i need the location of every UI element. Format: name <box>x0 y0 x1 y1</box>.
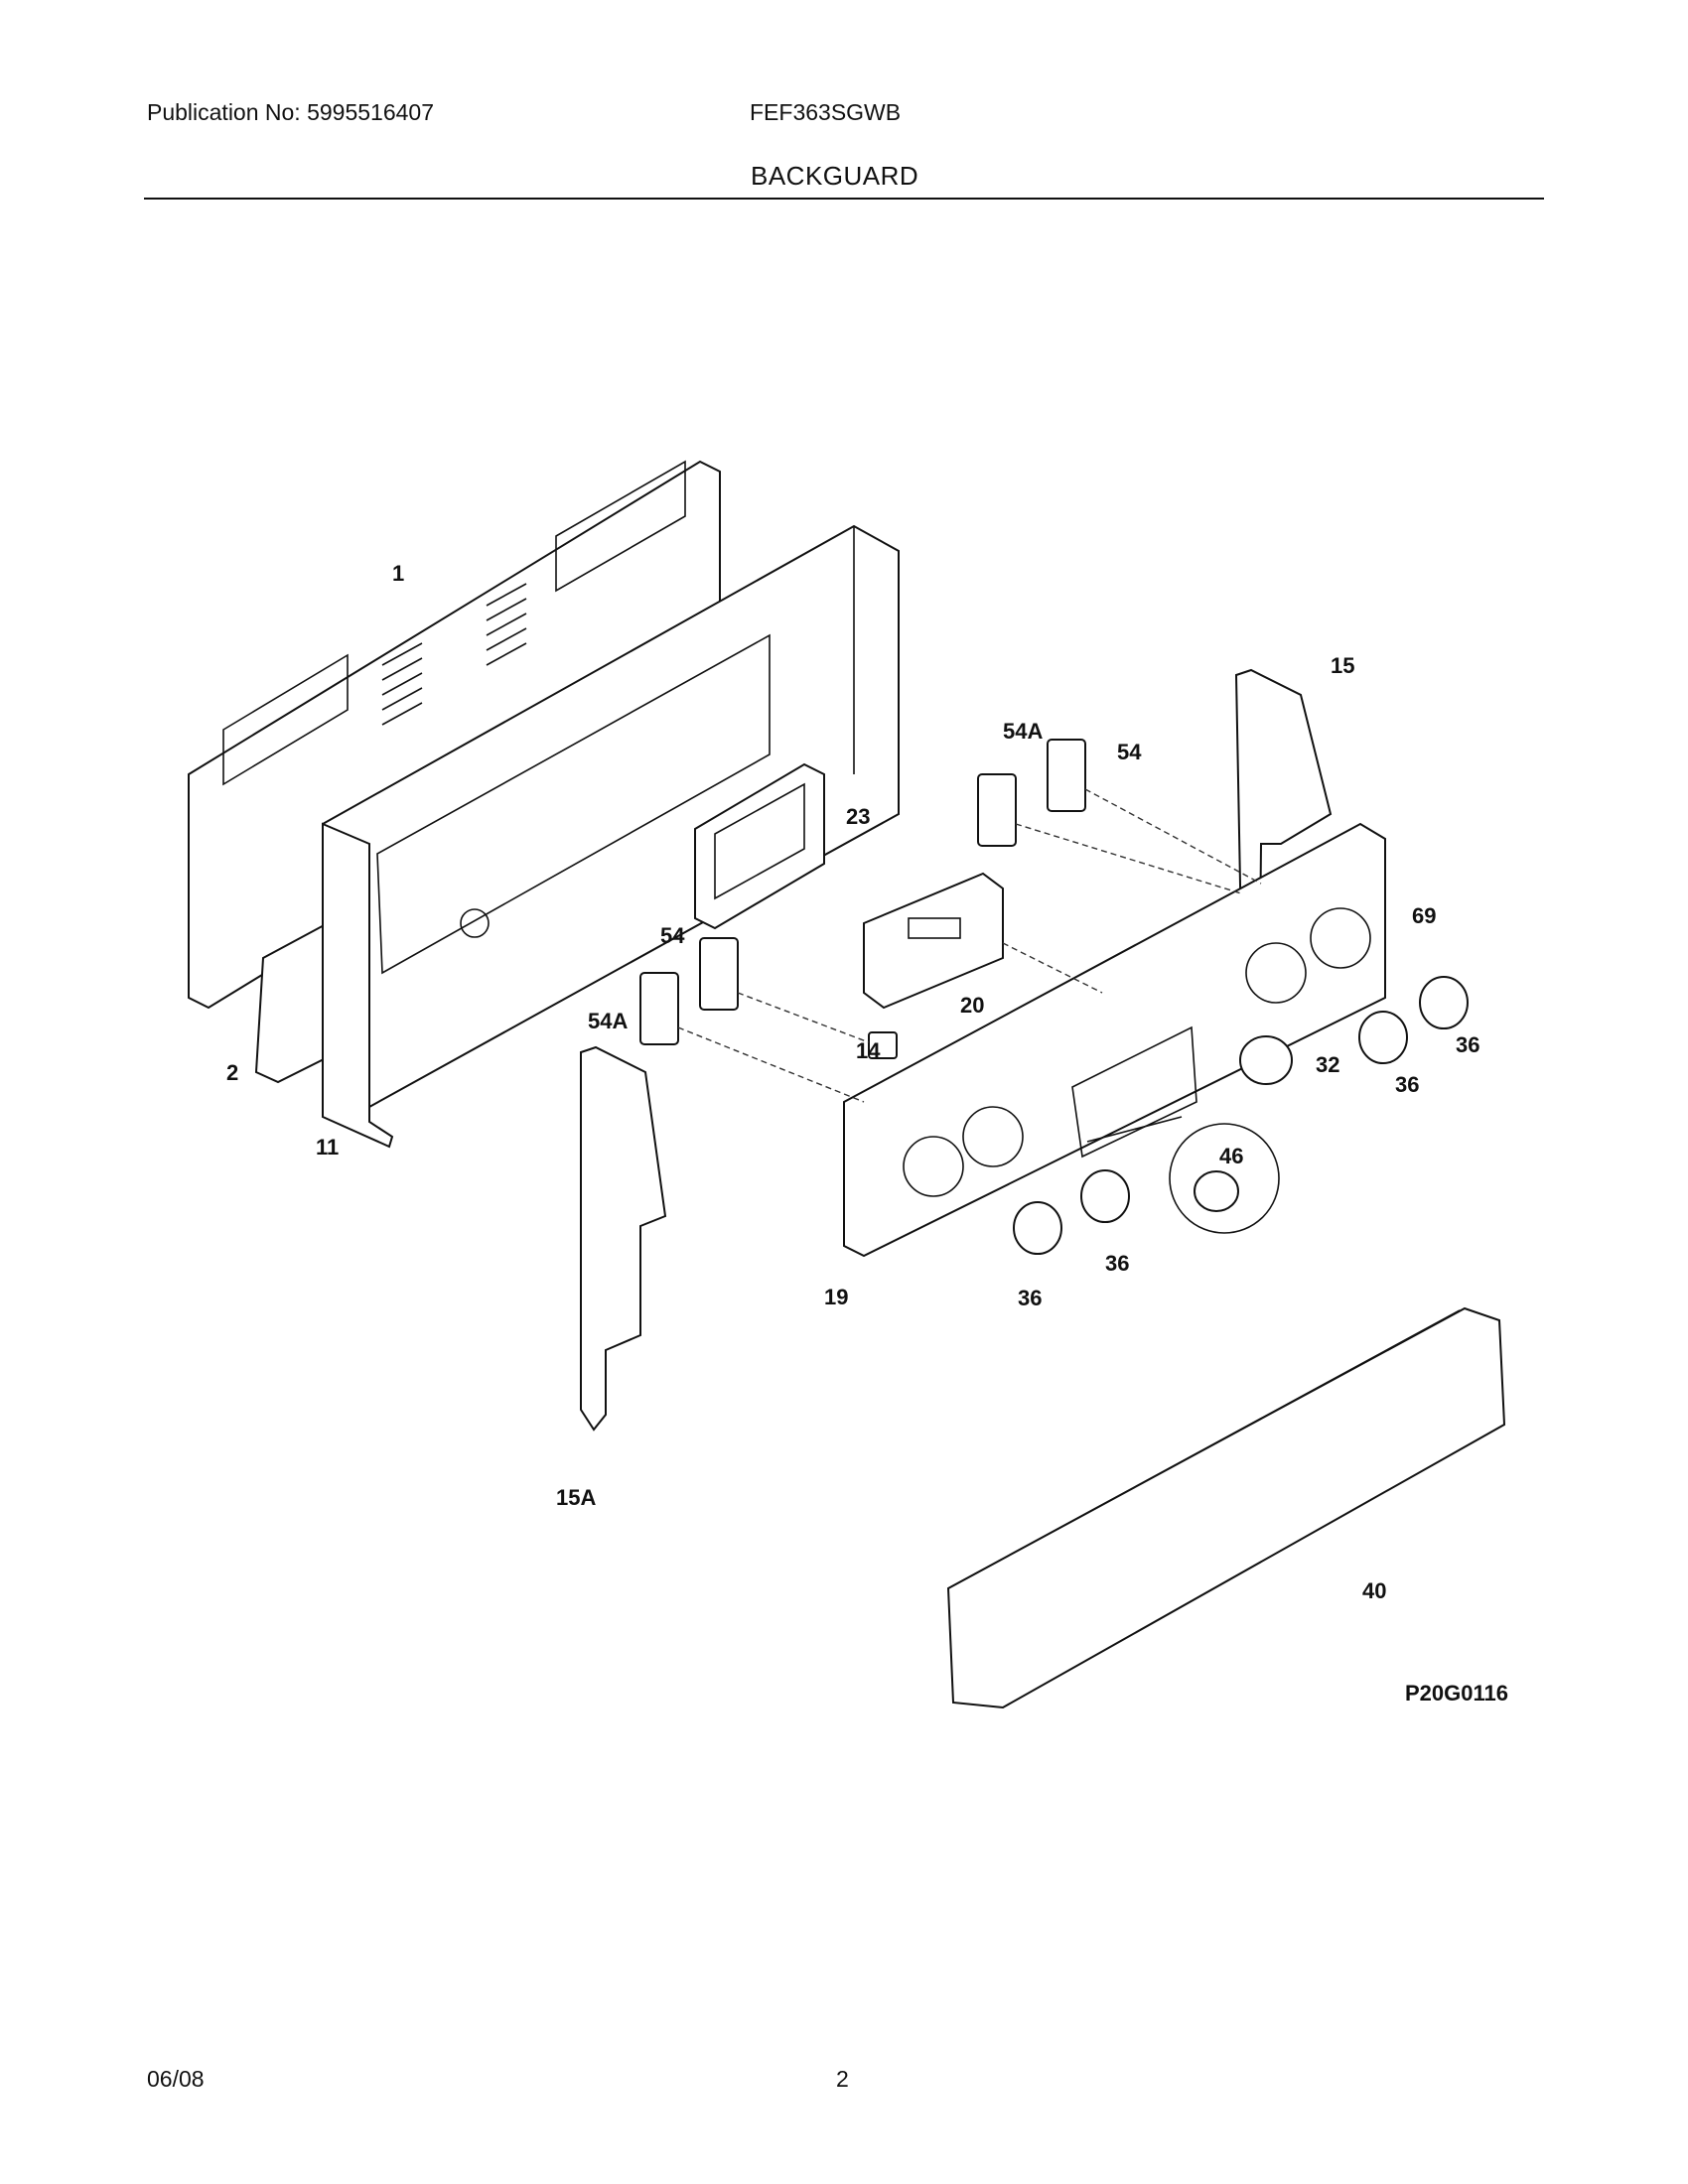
callout-36-mid: 36 <box>1105 1251 1129 1276</box>
callout-54-upper: 54 <box>1117 740 1142 764</box>
model-number: FEF363SGWB <box>750 99 902 125</box>
publication-date: 06/08 <box>147 2066 205 2092</box>
trim-panel-part <box>946 1306 1506 1709</box>
callout-36-far-right: 36 <box>1456 1032 1479 1057</box>
callout-54a-lower: 54A <box>588 1009 628 1033</box>
callout-14: 14 <box>856 1038 881 1063</box>
switch-54a-lower-part <box>639 972 679 1045</box>
bracket-23-part <box>694 762 825 930</box>
callout-15: 15 <box>1331 653 1354 678</box>
callout-19: 19 <box>824 1285 848 1309</box>
rear-panel-part <box>188 460 721 1010</box>
end-bracket-left-part <box>580 1045 667 1432</box>
callout-69: 69 <box>1412 903 1436 928</box>
backguard-frame-part <box>322 524 900 1149</box>
lower-bracket-part <box>254 921 329 1084</box>
knob-detail-callout <box>1086 1116 1280 1234</box>
page-number: 2 <box>836 2066 849 2092</box>
header-rule <box>144 198 1544 200</box>
switch-14-part <box>868 1031 898 1059</box>
callout-32: 32 <box>1316 1052 1339 1077</box>
assembly-lines <box>677 788 1262 1103</box>
control-panel-part <box>843 822 1386 1258</box>
figure-code: P20G0116 <box>1405 1681 1508 1706</box>
section-title: BACKGUARD <box>751 161 919 191</box>
switch-54-upper-part <box>1047 739 1086 812</box>
electronic-control-part <box>863 872 1004 1010</box>
switch-54a-upper-part <box>977 773 1017 847</box>
callout-36-left: 36 <box>1018 1286 1042 1310</box>
callout-23: 23 <box>846 804 870 829</box>
callout-54a-upper: 54A <box>1003 719 1043 744</box>
callout-1: 1 <box>392 561 404 586</box>
callout-11: 11 <box>316 1135 339 1160</box>
publication-number: Publication No: 5995516407 <box>147 99 435 125</box>
knob-parts <box>1013 976 1469 1255</box>
callout-labels: 1 2 11 23 54 54A 54 54A 15 15A 20 14 19 … <box>226 561 1508 1706</box>
callout-15a: 15A <box>556 1485 596 1510</box>
switch-54-lower-part <box>699 937 739 1011</box>
callout-54-lower: 54 <box>660 923 685 948</box>
callout-46: 46 <box>1219 1144 1243 1168</box>
callout-40: 40 <box>1362 1578 1386 1603</box>
callout-20: 20 <box>960 993 984 1018</box>
callout-36-right: 36 <box>1395 1072 1419 1097</box>
callout-2: 2 <box>226 1060 238 1085</box>
